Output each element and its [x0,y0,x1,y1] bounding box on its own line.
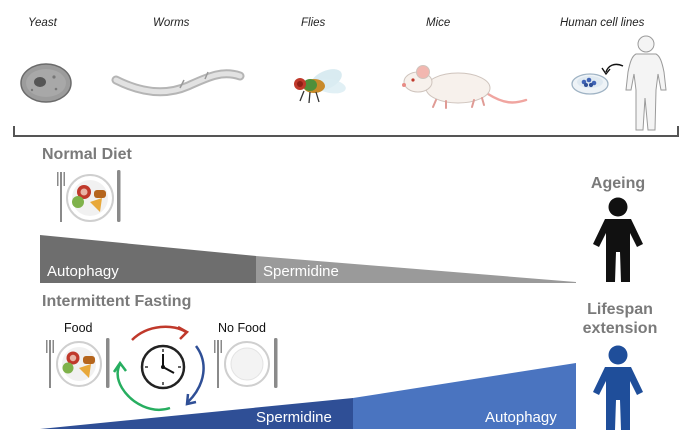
ageing-label: Ageing [590,175,646,192]
intermittent-fasting-title: Intermittent Fasting [42,293,192,310]
if-spermidine-label: Spermidine [256,409,332,426]
cycle-arrow-green [116,363,171,411]
normal-diet-autophagy-label: Autophagy [47,263,119,280]
normal-diet-wedge [40,235,576,283]
organism-label-worms: Worms [153,17,190,29]
worm-icon [111,69,245,97]
organisms-bracket [13,126,679,137]
normal-diet-spermidine-label: Spermidine [263,263,339,280]
spermidine-wedge-segment-if [40,398,353,429]
person-ageing-icon [593,197,643,282]
autophagy-wedge-segment [40,235,256,283]
human-cell-lines-icon [571,35,667,131]
food-plate-icon [46,338,110,388]
yeast-cell-icon [20,63,72,103]
clock-minute-hand [162,366,175,374]
arrowhead-blue [185,393,197,406]
fasting-cycle-clock [112,325,205,411]
mixed-food-plate-icon [57,170,121,222]
arrowhead-green [112,360,127,373]
lifespan-extension-label: Lifespan extension [572,300,668,338]
lifespan-label-line2: extension [582,320,658,337]
intermittent-fasting-wedge [40,363,576,429]
organism-label-flies: Flies [301,17,326,29]
person-lifespan-icon [593,345,643,430]
organism-label-mice: Mice [426,17,451,29]
autophagy-wedge-segment-if [353,363,576,429]
normal-diet-title: Normal Diet [42,146,132,163]
if-autophagy-label: Autophagy [485,409,557,426]
cycle-arrow-red [131,325,187,341]
spermidine-wedge-segment [256,256,576,283]
no-food-label: No Food [218,321,266,335]
organism-label-human-cell-lines: Human cell lines [560,17,645,29]
cycle-arrow-blue [187,345,205,403]
food-label: Food [64,321,93,335]
organism-label-yeast: Yeast [28,17,57,29]
arrowhead-red [177,325,190,340]
fly-icon [294,69,346,104]
mouse-icon [402,65,528,109]
lifespan-label-line1: Lifespan [587,301,653,318]
empty-plate-icon [214,338,278,388]
